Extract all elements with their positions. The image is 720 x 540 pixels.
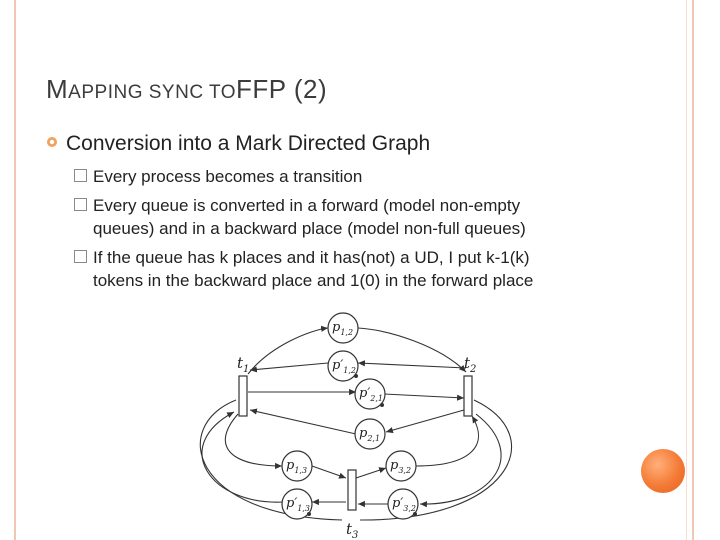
petri-net-diagram: t1 t2 t3 p1,2 p′1,2 p′2,1 p2,1 p1,3 p3,2… — [199, 312, 513, 540]
title-smallcaps: APPING SYNC TO — [68, 82, 237, 103]
sub-bullet-1: Every process becomes a transition — [74, 165, 634, 188]
place-p13 — [281, 450, 313, 482]
transition-t1 — [238, 375, 248, 417]
token — [380, 403, 384, 407]
sub-bullet-2: Every queue is converted in a forward (m… — [74, 194, 634, 240]
checkbox-bullet-icon — [74, 198, 87, 211]
gear-bullet-icon — [47, 137, 57, 147]
place-p13-prime — [281, 488, 313, 520]
place-p32-prime — [387, 488, 419, 520]
checkbox-bullet-icon — [74, 169, 87, 182]
place-p32 — [385, 450, 417, 482]
slide-title: MAPPING SYNC TOFFP (2) — [46, 74, 327, 105]
main-bullet-text: Conversion into a Mark Directed Graph — [66, 132, 431, 155]
title-tail: FFP (2) — [236, 74, 328, 104]
checkbox-bullet-icon — [74, 250, 87, 263]
decorative-orb — [641, 449, 685, 493]
label-t2: t2 — [464, 354, 476, 375]
sub-bullet-3-line2: tokens in the backward place and 1(0) in… — [93, 271, 534, 290]
sub-bullet-2-line1: Every queue is converted in a forward (m… — [93, 196, 521, 215]
label-t1: t1 — [237, 354, 249, 375]
sub-bullet-1-text: Every process becomes a transition — [93, 167, 363, 186]
sub-bullet-2-line2: queues) and in a backward place (model n… — [93, 219, 526, 238]
sub-bullet-3-line1: If the queue has k places and it has(not… — [93, 248, 530, 267]
token — [354, 374, 358, 378]
title-initial: M — [46, 74, 69, 104]
token — [413, 512, 417, 516]
token — [307, 512, 311, 516]
frame-line-inner — [686, 0, 687, 540]
place-p12 — [327, 312, 359, 344]
sub-bullet-3: If the queue has k places and it has(not… — [74, 246, 634, 292]
place-p21 — [354, 418, 386, 450]
place-p21-prime — [354, 378, 386, 410]
transition-t2 — [463, 375, 473, 417]
frame-line-left — [14, 0, 16, 540]
transition-t3 — [347, 469, 357, 511]
label-t3: t3 — [346, 520, 358, 540]
frame-line-right — [692, 0, 694, 540]
place-p12-prime — [327, 350, 359, 382]
